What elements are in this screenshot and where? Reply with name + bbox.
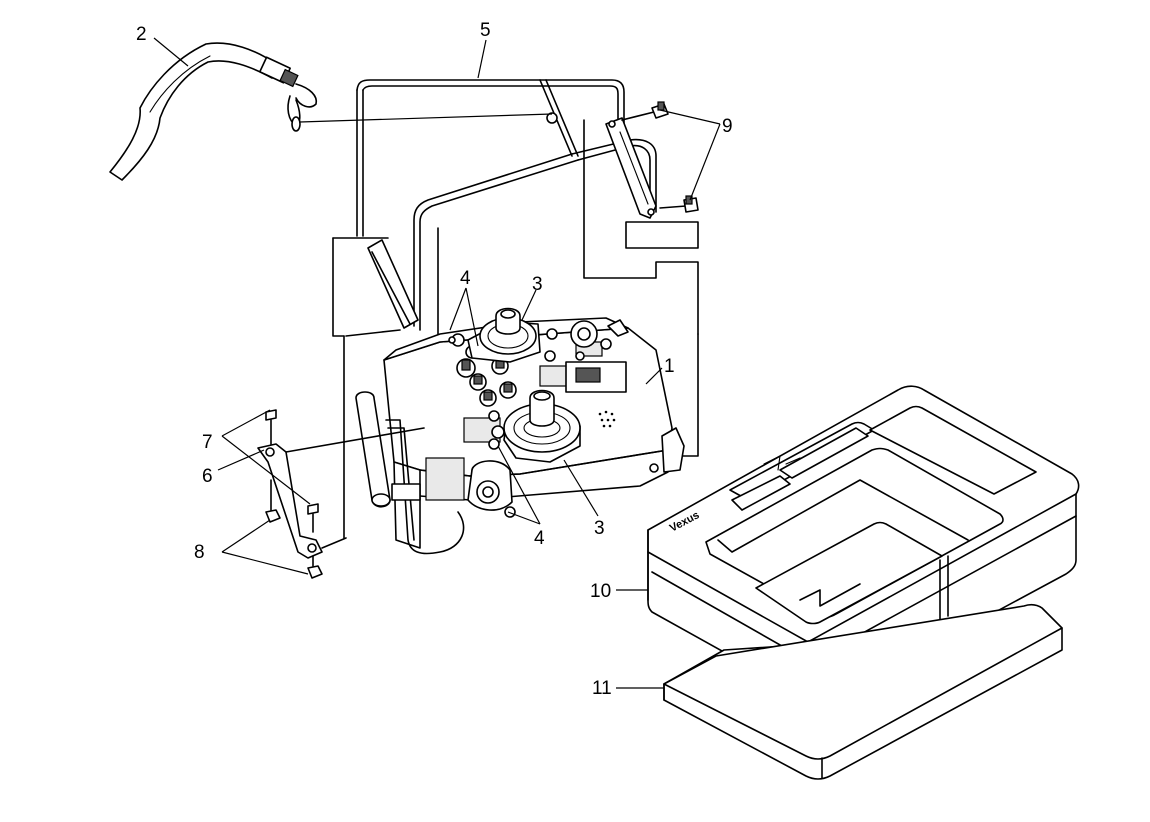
callout-1: 1 <box>664 356 675 377</box>
mount-bracket <box>605 111 687 219</box>
callout-8: 8 <box>194 542 205 563</box>
frame-handle <box>356 79 657 331</box>
callout-3-upper: 3 <box>532 274 543 295</box>
hand-grip <box>355 391 465 555</box>
nut-8-lower <box>307 555 323 579</box>
callout-4-lower: 4 <box>534 528 545 549</box>
callout-6: 6 <box>202 466 213 487</box>
selector-switch-group-lower <box>467 410 516 518</box>
clamp-bracket <box>257 427 425 559</box>
shoulder-strap <box>109 42 318 181</box>
joystick-lower <box>503 389 581 463</box>
callout-3-lower: 3 <box>594 518 605 539</box>
joystick-upper <box>467 307 541 363</box>
callout-2: 2 <box>136 24 147 45</box>
leader-lines <box>153 37 721 689</box>
callout-labels: 2 5 9 4 3 1 7 6 8 4 3 10 11 <box>136 20 733 699</box>
bolt-7-upper <box>265 409 277 445</box>
screw-9b <box>683 195 699 213</box>
frame-outline <box>332 119 699 539</box>
callout-4-upper: 4 <box>460 268 471 289</box>
selector-switch-group-upper <box>448 333 517 407</box>
callout-10: 10 <box>590 581 611 602</box>
callout-7: 7 <box>202 432 213 453</box>
callout-11: 11 <box>592 678 612 699</box>
callout-5: 5 <box>480 20 491 41</box>
callout-9: 9 <box>722 116 733 137</box>
base-pad <box>663 603 1063 780</box>
bolt-7-lower <box>307 503 319 533</box>
nut-8-upper <box>265 479 281 523</box>
